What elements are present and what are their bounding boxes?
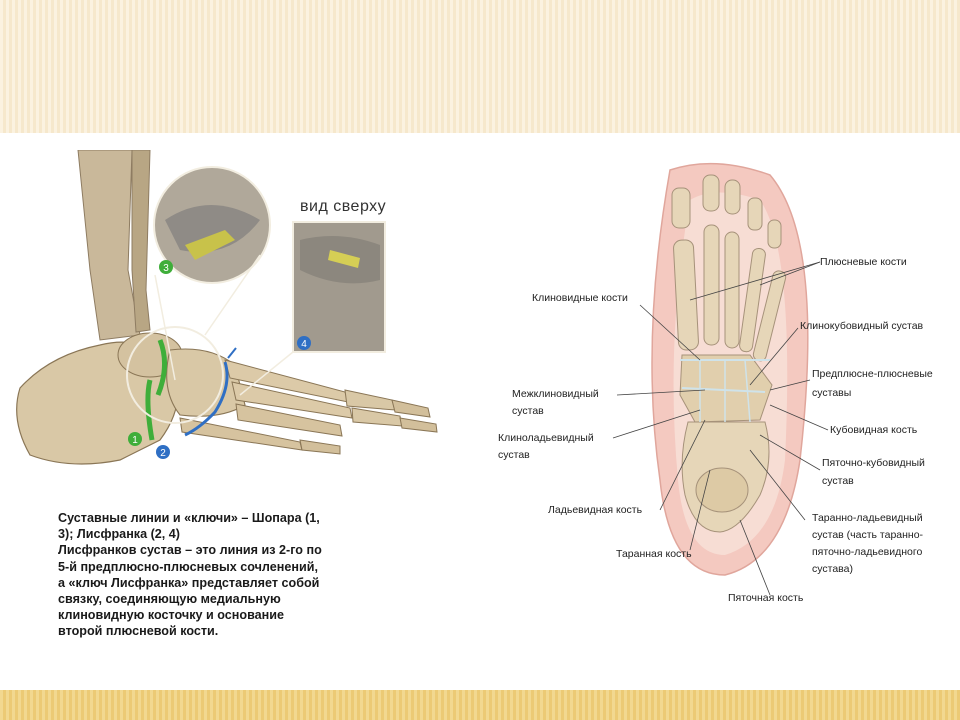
header-band <box>0 0 960 133</box>
label-cuboid: Кубовидная кость <box>830 424 918 436</box>
marker-4 <box>297 336 311 350</box>
label-cuneonavicular-joint-line2: сустав <box>498 449 530 461</box>
marker-1 <box>128 432 142 446</box>
caption-line: связку, соединяющую медиальную <box>58 592 281 607</box>
label-calcaneus: Пяточная кость <box>728 592 804 604</box>
marker-3 <box>159 260 173 274</box>
marker-2-label: 2 <box>160 448 166 459</box>
label-cuneonavicular-joint-line1: Клиноладьевидный <box>498 432 594 444</box>
label-metatarsals: Плюсневые кости <box>820 256 907 268</box>
foot-skeleton-diagram <box>651 162 809 576</box>
caption-line: второй плюсневой кости. <box>58 624 219 639</box>
caption-text: Суставные линии и «ключи» – Шопара (1, 3… <box>58 510 368 640</box>
caption-line: 3); Лисфранка (2, 4) <box>58 527 180 542</box>
footer-band <box>0 690 960 720</box>
label-talonavicular-joint-line3: пяточно-ладьевидного <box>812 546 923 558</box>
label-cuneocuboid-joint: Клинокубовидный сустав <box>800 320 924 332</box>
label-intercuneiform-joint-line1: Межклиновидный <box>512 388 599 400</box>
label-intercuneiform-joint-line2: сустав <box>512 405 544 417</box>
marker-3-label: 3 <box>163 263 169 274</box>
caption-line: Лисфранков сустав – это линия из 2-го по <box>58 543 322 558</box>
label-talonavicular-joint-line4: сустава) <box>812 563 853 575</box>
label-tarsometatarsal-joints-line2: суставы <box>812 387 852 399</box>
label-talonavicular-joint-line2: сустав (часть таранно- <box>812 529 924 541</box>
label-tarsometatarsal-joints-line1: Предплюсне-плюсневые <box>812 368 933 380</box>
label-talus: Таранная кость <box>616 548 692 560</box>
marker-1-label: 1 <box>132 435 138 446</box>
caption-line: Суставные линии и «ключи» – Шопара (1, <box>58 511 320 525</box>
label-navicular: Ладьевидная кость <box>548 504 643 516</box>
top-view-label: вид сверху <box>300 198 387 215</box>
label-calcaneocuboid-joint-line1: Пяточно-кубовидный <box>822 457 925 469</box>
caption-line: а «ключ Лисфранка» представляет собой <box>58 575 320 590</box>
label-talonavicular-joint-line1: Таранно-ладьевидный <box>812 512 923 524</box>
label-calcaneocuboid-joint-line2: сустав <box>822 475 854 487</box>
label-cuneiforms: Клиновидные кости <box>532 292 628 304</box>
marker-2 <box>156 445 170 459</box>
caption-line: клиновидную косточку и основание <box>58 608 285 623</box>
marker-4-label: 4 <box>301 339 307 350</box>
caption-line: 5-й предплюсно-плюсневых сочленений, <box>58 559 318 574</box>
lateral-foot-illustration: 3 4 1 2 <box>0 150 460 485</box>
